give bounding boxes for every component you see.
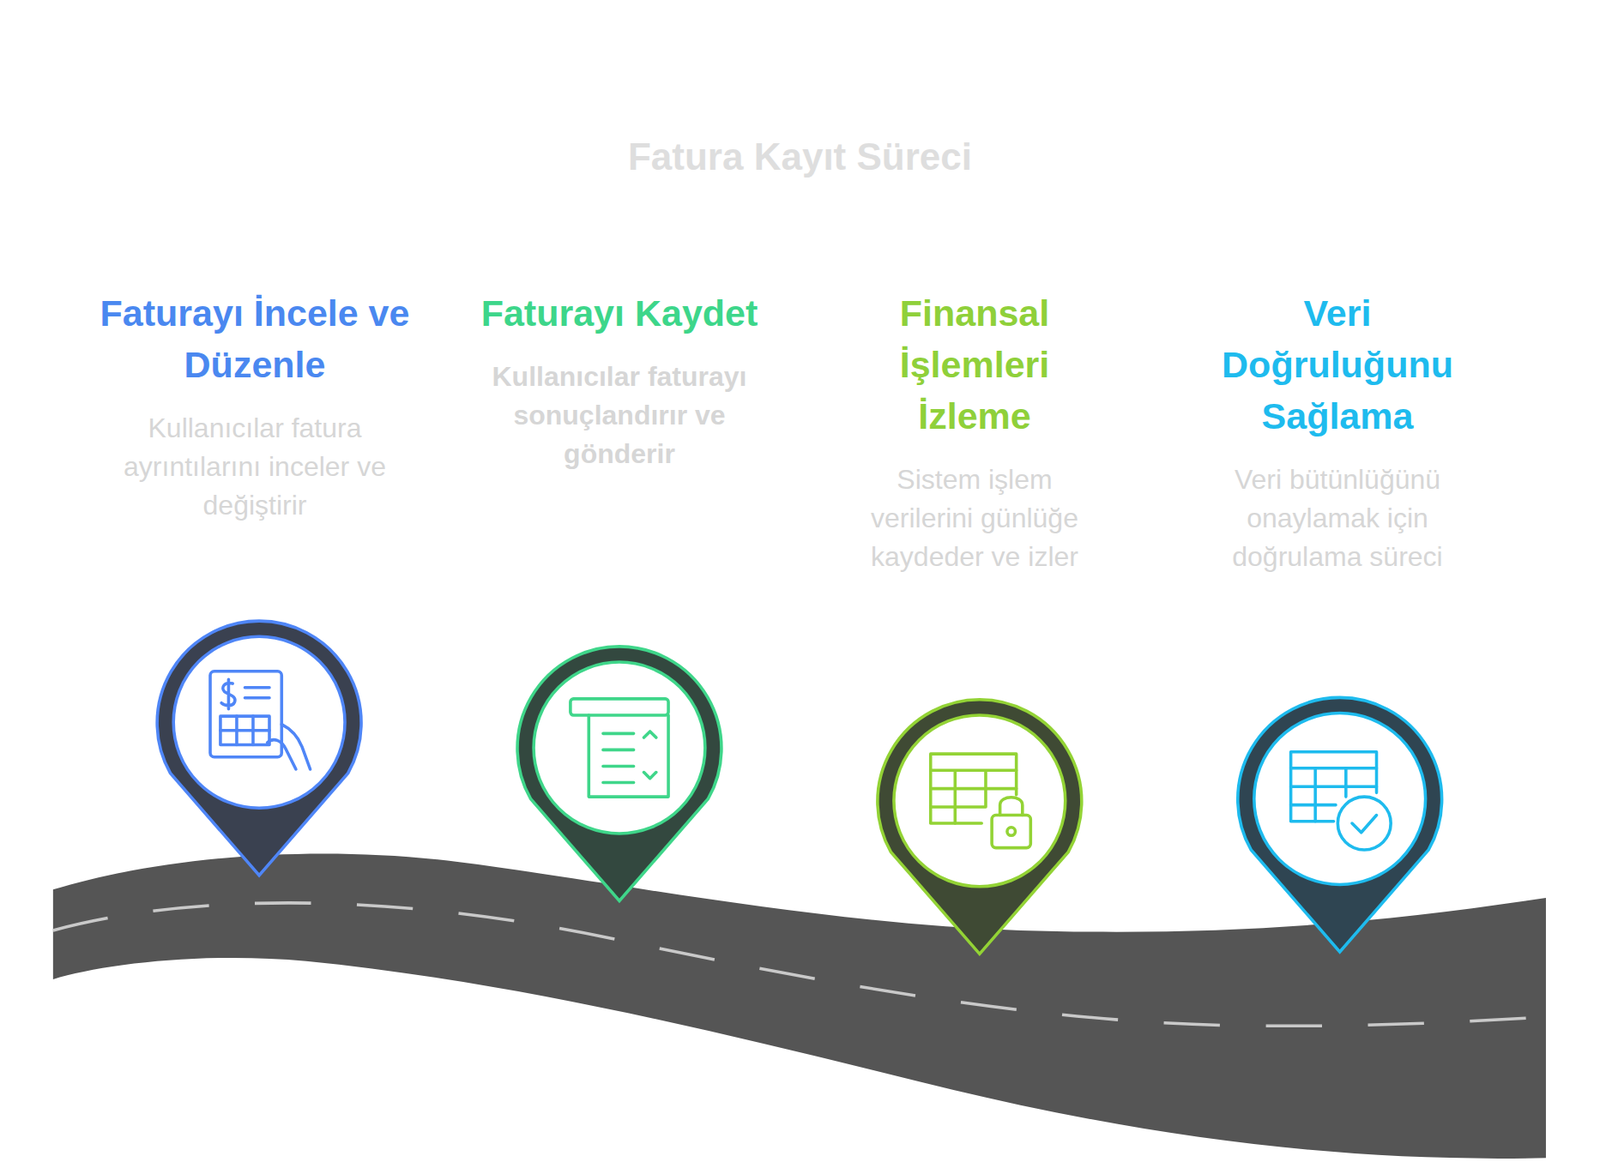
step-description: Kullanıcılar faturayı sonuçlandırır ve g… bbox=[482, 357, 757, 474]
step-node: Faturayı KaydetKullanıcılar faturayı son… bbox=[444, 287, 795, 474]
map-pin bbox=[1237, 697, 1443, 953]
table-lock-icon bbox=[930, 754, 1032, 848]
step-node: Faturayı İncele ve DüzenleKullanıcılar f… bbox=[79, 287, 430, 526]
step-node: Veri Doğruluğunu SağlamaVeri bütünlüğünü… bbox=[1192, 287, 1483, 577]
step-heading: Faturayı İncele ve Düzenle bbox=[79, 287, 430, 391]
table-check-icon bbox=[1291, 752, 1392, 851]
list-document-icon bbox=[570, 699, 669, 797]
step-heading: Faturayı Kaydet bbox=[444, 287, 795, 339]
diagram-title: Fatura Kayıt Süreci bbox=[0, 135, 1600, 179]
step-description: Veri bütünlüğünü onaylamak için doğrulam… bbox=[1204, 460, 1471, 577]
step-description: Kullanıcılar fatura ayrıntılarını incele… bbox=[117, 409, 393, 526]
map-pin bbox=[877, 700, 1082, 955]
map-pin bbox=[517, 646, 722, 902]
step-description: Sistem işlem verilerini günlüğe kaydeder… bbox=[845, 460, 1104, 577]
map-pin bbox=[156, 621, 362, 876]
step-heading: Veri Doğruluğunu Sağlama bbox=[1192, 287, 1483, 442]
step-heading: Finansal İşlemleri İzleme bbox=[842, 287, 1107, 442]
invoice-hand-icon bbox=[210, 671, 311, 770]
step-node: Finansal İşlemleri İzlemeSistem işlem ve… bbox=[842, 287, 1107, 577]
